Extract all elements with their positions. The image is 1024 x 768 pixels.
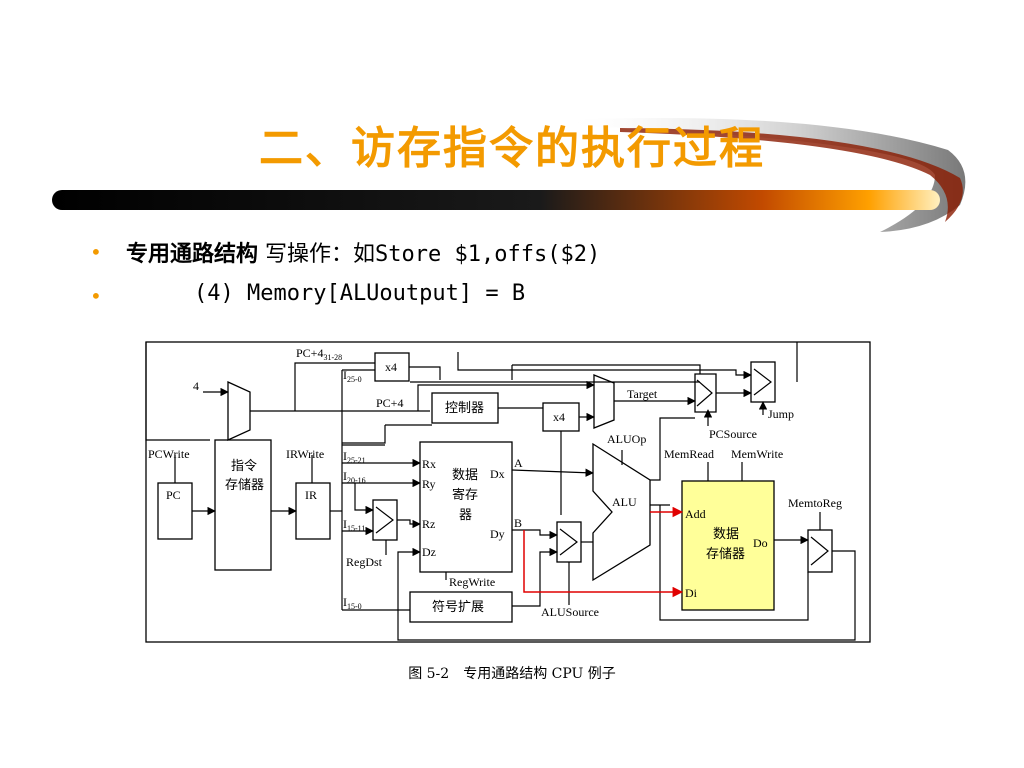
label-dy: Dy bbox=[490, 527, 505, 541]
label-ir: IR bbox=[305, 488, 317, 502]
label-alusource: ALUSource bbox=[541, 605, 599, 619]
label-i15-0: I15-0 bbox=[343, 595, 362, 611]
label-pc4: PC+4 bbox=[376, 396, 403, 410]
label-i25-0: I25-0 bbox=[343, 368, 362, 384]
label-regwrite: RegWrite bbox=[449, 575, 495, 589]
label-i15-11: I15-11 bbox=[343, 517, 365, 533]
diagram-frame bbox=[145, 341, 871, 643]
label-do: Do bbox=[753, 536, 768, 550]
bullet-line-1: 专用通路结构 写操作：如Store $1,offs($2) bbox=[126, 236, 600, 268]
label-regfile-1: 数据 bbox=[452, 467, 478, 482]
label-target: Target bbox=[627, 387, 658, 401]
label-instr-mem-2: 存储器 bbox=[225, 477, 264, 492]
label-ry: Ry bbox=[422, 477, 436, 491]
figure-caption: 图 5-2 专用通路结构 CPU 例子 bbox=[408, 666, 616, 682]
label-pcwrite: PCWrite bbox=[148, 447, 190, 461]
label-port-b: B bbox=[514, 516, 522, 530]
label-pc4-top: PC+431-28 bbox=[296, 346, 342, 362]
data-memory bbox=[681, 480, 775, 611]
label-jump: Jump bbox=[768, 407, 794, 421]
bullet-line-1-text: 写操作：如 bbox=[258, 242, 376, 267]
label-memread: MemRead bbox=[664, 447, 714, 461]
label-rx: Rx bbox=[422, 457, 436, 471]
bullet-line-1-bold: 专用通路结构 bbox=[126, 242, 259, 267]
label-di: Di bbox=[685, 586, 698, 600]
alu bbox=[592, 442, 651, 582]
label-x4-top: x4 bbox=[385, 360, 397, 374]
bullet-line-1-code: Store $1,offs($2) bbox=[375, 242, 601, 267]
label-i20-16: I20-16 bbox=[343, 469, 366, 485]
label-port-a: A bbox=[514, 456, 523, 470]
label-dmem-2: 存储器 bbox=[706, 546, 745, 561]
shift-x4-mid bbox=[542, 402, 580, 432]
register-file bbox=[419, 441, 513, 573]
label-controller: 控制器 bbox=[445, 400, 484, 415]
label-alu: ALU bbox=[612, 495, 637, 509]
label-i25-21: I25-21 bbox=[343, 449, 366, 465]
bullet-marker: • bbox=[90, 284, 102, 308]
sign-extend bbox=[409, 591, 513, 623]
instruction-memory bbox=[214, 439, 272, 571]
label-dz: Dz bbox=[422, 545, 436, 559]
label-irwrite: IRWrite bbox=[286, 447, 324, 461]
page-title: 二、访存指令的执行过程 bbox=[259, 123, 765, 174]
label-aluop: ALUOp bbox=[607, 432, 646, 446]
pc-mux bbox=[227, 380, 251, 442]
label-regfile-2: 寄存 bbox=[452, 487, 478, 502]
bullet-line-2: (4) Memory[ALUoutput] = B bbox=[194, 281, 526, 306]
label-memtoreg: MemtoReg bbox=[788, 496, 842, 510]
label-dx: Dx bbox=[490, 467, 505, 481]
label-regdst: RegDst bbox=[346, 555, 383, 569]
label-pcsource: PCSource bbox=[709, 427, 757, 441]
bullet-marker: • bbox=[90, 240, 102, 264]
controller bbox=[431, 392, 499, 424]
label-pc: PC bbox=[166, 488, 181, 502]
title-decoration bbox=[52, 118, 966, 232]
label-rz: Rz bbox=[422, 517, 435, 531]
branch-adder bbox=[593, 374, 615, 429]
label-instr-mem-1: 指令 bbox=[231, 458, 257, 473]
label-const-4: 4 bbox=[193, 379, 199, 393]
label-memwrite: MemWrite bbox=[731, 447, 783, 461]
label-dmem-1: 数据 bbox=[713, 526, 739, 541]
label-regfile-3: 器 bbox=[459, 507, 472, 522]
label-add: Add bbox=[685, 507, 706, 521]
label-x4-mid: x4 bbox=[553, 410, 565, 424]
label-sign-extend: 符号扩展 bbox=[432, 599, 484, 614]
